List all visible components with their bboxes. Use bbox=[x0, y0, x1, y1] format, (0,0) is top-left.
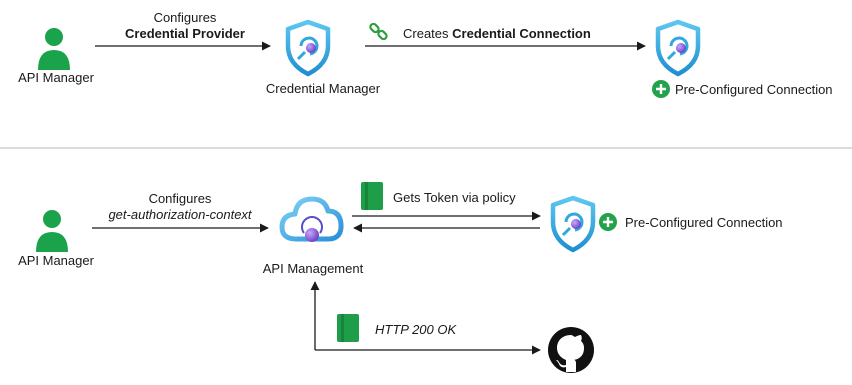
shield-key-icon bbox=[550, 195, 596, 253]
bottom-configures-line2: get-authorization-context bbox=[108, 207, 252, 222]
top-actor-label: API Manager bbox=[18, 70, 94, 85]
cloud-icon bbox=[279, 196, 344, 242]
document-icon bbox=[337, 314, 359, 342]
credential-manager-label: Credential Manager bbox=[265, 81, 381, 96]
top-preconfigured-label: Pre-Configured Connection bbox=[675, 82, 833, 97]
creates-prefix: Creates bbox=[403, 26, 453, 41]
plus-icon bbox=[652, 80, 670, 98]
creates-bold: Credential Connection bbox=[452, 26, 591, 41]
bottom-actor-label: API Manager bbox=[18, 253, 94, 268]
document-icon bbox=[361, 182, 383, 210]
top-configures-line2: Credential Provider bbox=[125, 26, 245, 41]
person-icon bbox=[36, 210, 68, 252]
bottom-preconfigured-label: Pre-Configured Connection bbox=[625, 215, 783, 230]
shield-key-icon bbox=[285, 19, 331, 77]
http-ok-label: HTTP 200 OK bbox=[375, 322, 457, 337]
top-configures-line1: Configures bbox=[153, 10, 217, 25]
link-icon bbox=[369, 22, 388, 41]
person-icon bbox=[38, 28, 70, 70]
shield-key-icon bbox=[655, 19, 701, 77]
plus-icon bbox=[599, 213, 617, 231]
creates-connection-label: Creates Credential Connection bbox=[403, 26, 591, 41]
api-management-label: API Management bbox=[262, 261, 364, 276]
bottom-configures-line1: Configures bbox=[148, 191, 212, 206]
gets-token-label: Gets Token via policy bbox=[393, 190, 516, 205]
github-icon bbox=[548, 327, 594, 373]
